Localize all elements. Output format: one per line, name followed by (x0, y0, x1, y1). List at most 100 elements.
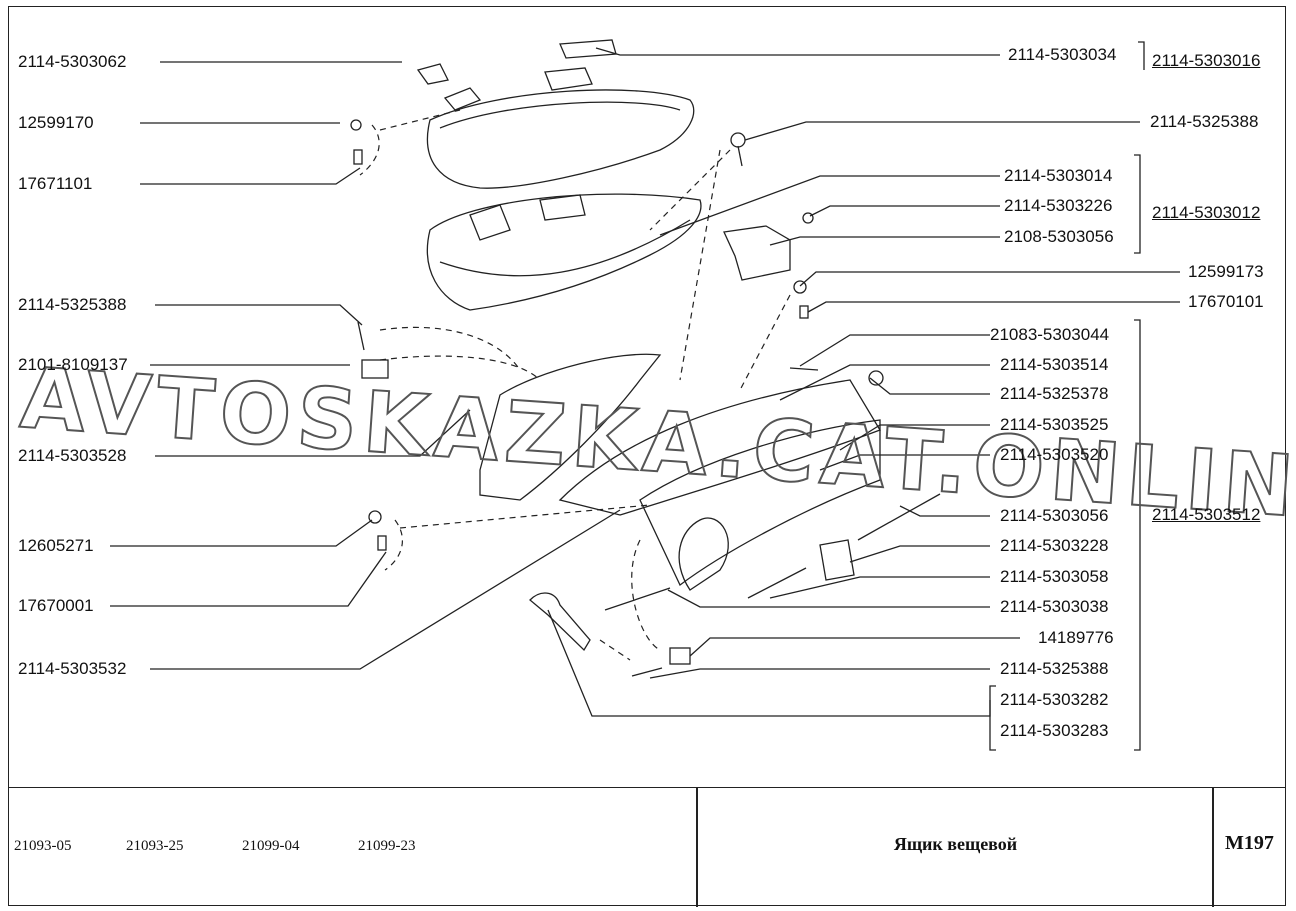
leader-line (649, 668, 990, 679)
callout-label: 2114-5303058 (1000, 567, 1109, 586)
leader-line (899, 505, 990, 517)
dash-guide (739, 294, 791, 391)
diagram-title: Ящик вещевой (893, 834, 1018, 854)
callout-label: 2114-5303528 (18, 446, 127, 465)
callout-label: 12599170 (18, 113, 94, 132)
tray-rib (469, 204, 511, 241)
housing-end (678, 517, 729, 591)
drawing-frame (8, 6, 1286, 906)
retainer-2101-8109137 (361, 359, 389, 379)
leader-line (799, 334, 990, 367)
leader-line (110, 519, 373, 547)
leader-line (155, 409, 471, 457)
housing-body (558, 379, 881, 516)
dash-guide (379, 355, 541, 381)
pin-21083-5303044 (789, 367, 819, 371)
callout-label: 2114-5303014 (1004, 166, 1113, 185)
page-code: M197 (1225, 832, 1274, 854)
callout-label: 2108-5303056 (1004, 227, 1114, 246)
dash-guide (379, 326, 521, 371)
callout-label: 2114-5325388 (1000, 659, 1109, 678)
callout-label: 2114-5303520 (1000, 445, 1109, 464)
model-code: 21093-05 (14, 838, 72, 854)
model-code: 21099-04 (242, 838, 300, 854)
leader-line (769, 236, 1000, 246)
leader-line (744, 121, 1140, 141)
callout-label: 17670001 (18, 596, 94, 615)
arm-2114-5303282 (529, 592, 591, 652)
leader-line (869, 377, 990, 395)
hinge-left (443, 87, 482, 111)
leader-line (849, 545, 990, 563)
dash-guide (649, 149, 731, 231)
hinge-bracket-2114-5303034 (559, 39, 617, 59)
hinge-right (544, 67, 593, 91)
cap-2114-5303226 (802, 212, 814, 224)
leader-line (667, 589, 990, 608)
title-block: 21093-05 21093-25 21099-04 21099-23 Ящик… (8, 787, 1286, 907)
washer-12599173 (793, 280, 807, 294)
leader-line (799, 271, 1180, 287)
leader-line (595, 47, 1000, 56)
assembly-label: 2114-5303012 (1152, 203, 1261, 222)
bracket (1138, 41, 1145, 70)
callout-label: 2114-5303525 (1000, 415, 1109, 434)
assembly-label: 2114-5303512 (1152, 505, 1261, 524)
leader-line (140, 167, 361, 185)
latch (723, 225, 791, 281)
callout-label: 12605271 (18, 536, 94, 555)
screw-17671101 (353, 149, 363, 165)
leader-line (809, 205, 1000, 217)
title-block-divider (1212, 788, 1214, 907)
callout-label: 2114-5303283 (1000, 721, 1109, 740)
callout-label: 2114-5303532 (18, 659, 127, 678)
screw-17670001 (377, 535, 387, 551)
leader-line (689, 637, 1020, 657)
callout-label: 2114-5303282 (1000, 690, 1109, 709)
tray-rib (539, 194, 586, 221)
callout-label: 12599173 (1188, 262, 1264, 281)
bracket (1134, 319, 1141, 751)
dash-guide (631, 539, 661, 651)
callout-label: 14189776 (1038, 628, 1114, 647)
bracket (989, 685, 996, 751)
callout-label: 2114-5303514 (1000, 355, 1109, 374)
screw-2114-5325388 (357, 321, 365, 351)
screw-2114-5325388 (631, 667, 663, 677)
callout-label: 2114-5303228 (1000, 536, 1109, 555)
leader-line (110, 551, 387, 607)
bracket (1134, 154, 1141, 254)
callout-label: 2114-5303226 (1004, 196, 1113, 215)
lid (426, 89, 695, 189)
housing-front (639, 419, 881, 586)
clip-14189776 (669, 647, 691, 665)
callout-label: 21083-5303044 (990, 325, 1110, 344)
clip-2114-5325378 (868, 370, 884, 386)
screw-shank (737, 145, 743, 167)
rod-2114-5303056 (857, 493, 941, 541)
tray (426, 193, 702, 311)
callout-label: 2101-8109137 (18, 355, 128, 374)
leader-line (819, 454, 990, 471)
rod-2114-5303058 (747, 567, 807, 599)
leader-line (155, 304, 363, 326)
model-code: 21099-23 (358, 838, 416, 854)
washer-12599170 (350, 119, 362, 131)
callout-label: 2114-5325388 (1150, 112, 1259, 131)
callout-label: 2114-5303062 (18, 52, 127, 71)
rod-2114-5303038 (604, 587, 671, 611)
title-block-divider (696, 788, 698, 907)
bracket-2114-5303228 (819, 539, 855, 581)
callout-label: 2114-5303038 (1000, 597, 1109, 616)
tray-edge (439, 219, 691, 277)
dash-guide (359, 124, 380, 176)
leader-line (659, 175, 1000, 236)
model-code: 21093-25 (126, 838, 184, 854)
washer-12605271 (368, 510, 382, 524)
leader-line (807, 301, 1180, 313)
dash-guide (679, 149, 721, 381)
dash-guide (379, 109, 461, 131)
lid-edge (439, 101, 681, 129)
